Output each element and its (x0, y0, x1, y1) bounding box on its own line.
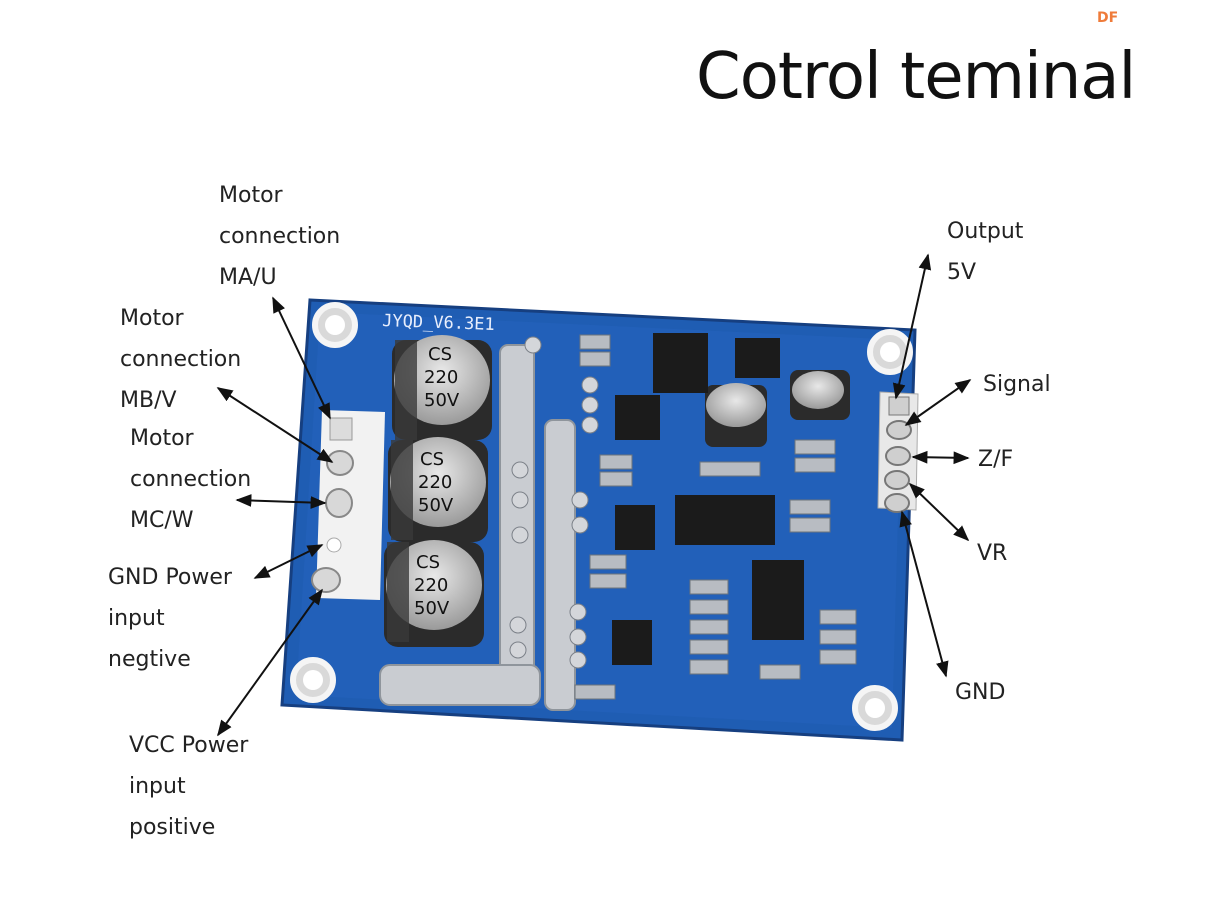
capacitor-2-brand: CS (420, 449, 444, 470)
watermark-logo: DF (1097, 10, 1119, 26)
label-vcc-power: VCC Power input positive (129, 725, 248, 848)
arrow-signal (904, 379, 972, 426)
label-vr: VR (977, 533, 1007, 574)
solder-traces (379, 344, 576, 711)
label-vcc-power-line-2: input (129, 774, 186, 799)
pointer-arrows (216, 253, 972, 737)
arrow-vr (908, 482, 970, 542)
arrow-output-5v (892, 253, 932, 400)
label-gnd: GND (955, 672, 1005, 713)
label-ma-u-line-3: MA/U (219, 265, 277, 290)
arrow-mb-v (216, 387, 334, 463)
control-header (877, 391, 919, 513)
smd-components (574, 334, 857, 700)
arrow-vcc-power (217, 588, 323, 737)
label-mc-w-line-1: Motor (130, 426, 194, 451)
arrow-zf (911, 450, 970, 465)
label-gnd-power-line-1: GND Power (108, 565, 232, 590)
label-mb-v-line-1: Motor (120, 306, 184, 331)
label-output-5v-line-1: Output (947, 219, 1024, 244)
label-ma-u-line-1: Motor (219, 183, 283, 208)
board-model-label: JYQD_V6.3E1 (382, 311, 495, 335)
power-terminal-strip (311, 410, 385, 600)
capacitor-1-value: 220 (424, 367, 458, 388)
label-mc-w: Motor connection MC/W (130, 418, 251, 541)
label-gnd-power-line-3: negtive (108, 647, 191, 672)
label-ma-u: Motor connection MA/U (219, 175, 340, 298)
label-mb-v-line-3: MB/V (120, 388, 177, 413)
label-signal: Signal (983, 364, 1051, 405)
label-zf: Z/F (978, 439, 1013, 480)
small-capacitors (705, 370, 850, 447)
capacitor-1: CS 220 50V (392, 335, 492, 440)
capacitor-3: CS 220 50V (384, 540, 484, 647)
capacitor-2: CS 220 50V (388, 437, 488, 542)
label-mb-v-line-2: connection (120, 347, 242, 372)
integrated-circuits (612, 333, 804, 665)
label-signal-line-1: Signal (983, 372, 1051, 397)
diagram-title: Cotrol teminal (696, 40, 1136, 114)
capacitor-3-value: 220 (414, 575, 448, 596)
label-vcc-power-line-3: positive (129, 815, 216, 840)
arrow-mc-w (235, 494, 327, 509)
label-mc-w-line-3: MC/W (130, 508, 194, 533)
label-gnd-line-1: GND (955, 680, 1006, 705)
label-mb-v: Motor connection MB/V (120, 298, 241, 421)
label-ma-u-line-2: connection (219, 224, 341, 249)
label-vr-line-1: VR (977, 541, 1008, 566)
label-zf-line-1: Z/F (978, 447, 1014, 472)
label-mc-w-line-2: connection (130, 467, 252, 492)
arrow-gnd (899, 510, 949, 678)
label-output-5v: Output 5V (947, 211, 1023, 293)
capacitor-1-brand: CS (428, 344, 452, 365)
arrow-gnd-power (253, 544, 324, 579)
label-gnd-power-line-2: input (108, 606, 165, 631)
label-gnd-power: GND Power input negtive (108, 557, 232, 680)
capacitor-2-voltage: 50V (418, 495, 454, 516)
capacitor-2-value: 220 (418, 472, 452, 493)
capacitor-3-brand: CS (416, 552, 440, 573)
capacitor-1-voltage: 50V (424, 390, 460, 411)
capacitor-3-voltage: 50V (414, 598, 450, 619)
label-vcc-power-line-1: VCC Power (129, 733, 249, 758)
label-output-5v-line-2: 5V (947, 260, 977, 285)
via-pads (509, 336, 599, 669)
